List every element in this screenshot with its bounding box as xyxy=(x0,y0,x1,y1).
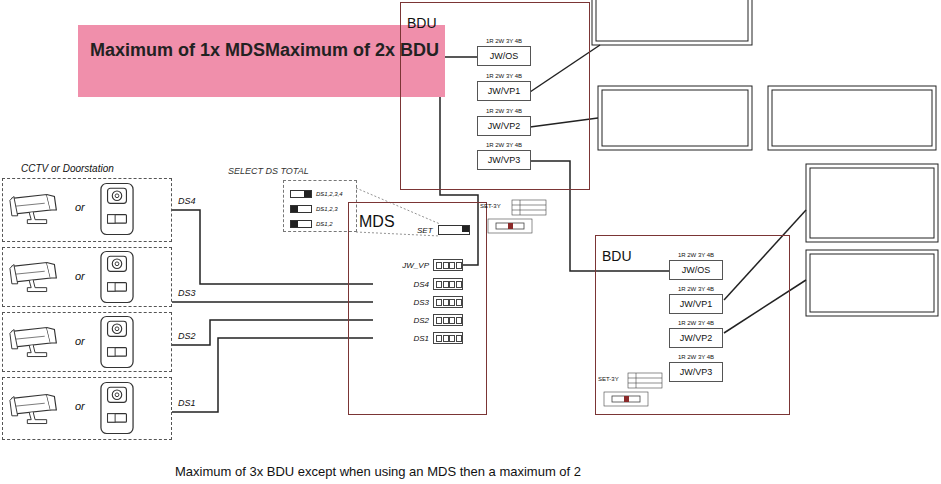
pin-header xyxy=(433,278,463,290)
connector-block: 1R 2W 3Y 4BJW/VP3 xyxy=(669,353,723,383)
doorstation-group: or xyxy=(2,247,172,307)
label-text: SELECT DS TOTAL xyxy=(228,166,309,176)
label-text: BDU xyxy=(602,248,632,264)
label-text: JW/OS xyxy=(669,260,723,280)
label-text: 1R 2W 3Y 4B xyxy=(669,285,723,293)
label-text: Maximum of 2x BDU xyxy=(265,40,439,60)
label-text: 1R 2W 3Y 4B xyxy=(477,37,531,45)
bdu-unit: BDU1R 2W 3Y 4BJW/OS1R 2W 3Y 4BJW/VP11R 2… xyxy=(400,2,590,190)
label-text: 1R 2W 3Y 4B xyxy=(669,353,723,361)
label-text: DS3 xyxy=(413,298,429,307)
pin-header xyxy=(433,314,463,326)
connector-block: 1R 2W 3Y 4BJW/OS xyxy=(477,37,531,67)
bdu-unit: BDU1R 2W 3Y 4BJW/OS1R 2W 3Y 4BJW/VP11R 2… xyxy=(595,235,790,415)
label-text: or xyxy=(75,201,85,213)
ds-connector: DS1 xyxy=(373,330,463,346)
note-text: Maximum of 3x BDU except when using an M… xyxy=(175,464,581,479)
wire xyxy=(172,320,373,345)
label-text: JW_VP xyxy=(402,261,429,270)
label-text: DS1 xyxy=(413,334,429,343)
switch-label: SET-3Y xyxy=(598,376,619,382)
label-text: MDS xyxy=(359,213,395,231)
connector-block: 1R 2W 3Y 4BJW/OS xyxy=(669,251,723,281)
jw-connector: JW_VP xyxy=(381,257,463,273)
selector-callout: SELECT DS TOTALDS1,2,3,4DS1,2,3DS1,2 xyxy=(283,180,357,232)
ds-connector: DS4 xyxy=(373,276,463,292)
ds-connector: DS3 xyxy=(373,294,463,310)
connector-block: 1R 2W 3Y 4BJW/VP2 xyxy=(669,319,723,349)
mds-unit: MDS SET JW_VP DS4DS3DS2DS1 xyxy=(348,202,487,415)
label-text: JW/VP3 xyxy=(669,362,723,382)
slide-switch xyxy=(290,190,312,198)
label-text: JW/VP1 xyxy=(669,294,723,314)
connector-block: 1R 2W 3Y 4BJW/VP2 xyxy=(477,107,531,137)
label-text: JW/VP2 xyxy=(477,116,531,136)
label-text: SET xyxy=(417,226,433,235)
label-text: JW/VP3 xyxy=(477,150,531,170)
label-text: or xyxy=(75,400,85,412)
label-text: BDU xyxy=(407,15,437,31)
wire-label: DS2 xyxy=(177,331,197,341)
switch-label: SET-3Y xyxy=(480,203,501,209)
label-text: 1R 2W 3Y 4B xyxy=(477,107,531,115)
pin-header xyxy=(433,259,463,271)
wire-label: DS1 xyxy=(177,398,197,408)
wire-label: DS4 xyxy=(177,196,197,206)
connector-block: 1R 2W 3Y 4BJW/VP1 xyxy=(477,72,531,102)
slide-switch xyxy=(290,205,312,213)
connector-block: 1R 2W 3Y 4BJW/VP3 xyxy=(477,141,531,171)
label-text: or xyxy=(75,270,85,282)
label-text: JW/VP1 xyxy=(477,81,531,101)
slide-switch xyxy=(290,220,312,228)
wire xyxy=(172,338,373,412)
label-text: DS1,2,3 xyxy=(316,206,338,212)
note-box: Maximum of 1x MDSMaximum of 2x BDU xyxy=(78,25,445,97)
doorstation-group: or xyxy=(2,312,172,372)
connector-block: 1R 2W 3Y 4BJW/VP1 xyxy=(669,285,723,315)
ds-connector: DS2 xyxy=(373,312,463,328)
wire xyxy=(531,161,669,271)
label-text: CCTV or Doorstation xyxy=(21,163,114,174)
doorstation-group: or xyxy=(2,377,172,440)
label-text: DS4 xyxy=(413,280,429,289)
label-text: 1R 2W 3Y 4B xyxy=(477,141,531,149)
label-text: DS1,2,3,4 xyxy=(316,191,343,197)
label-text: DS2 xyxy=(413,316,429,325)
label-text: 1R 2W 3Y 4B xyxy=(669,251,723,259)
label-text: 1R 2W 3Y 4B xyxy=(477,72,531,80)
label-text: or xyxy=(75,335,85,347)
label-text: JW/OS xyxy=(477,46,531,66)
slide-switch xyxy=(438,225,470,235)
label-text: JW/VP2 xyxy=(669,328,723,348)
doorstation-group: CCTV or Doorstationor xyxy=(2,178,172,242)
wire xyxy=(172,301,373,303)
pin-header xyxy=(433,332,463,344)
label-text: DS1,2 xyxy=(316,221,333,227)
pin-header xyxy=(433,296,463,308)
wire-label: DS3 xyxy=(177,288,197,298)
wire xyxy=(172,210,373,284)
label-text: 1R 2W 3Y 4B xyxy=(669,319,723,327)
label-text: Maximum of 1x MDS xyxy=(90,40,265,60)
